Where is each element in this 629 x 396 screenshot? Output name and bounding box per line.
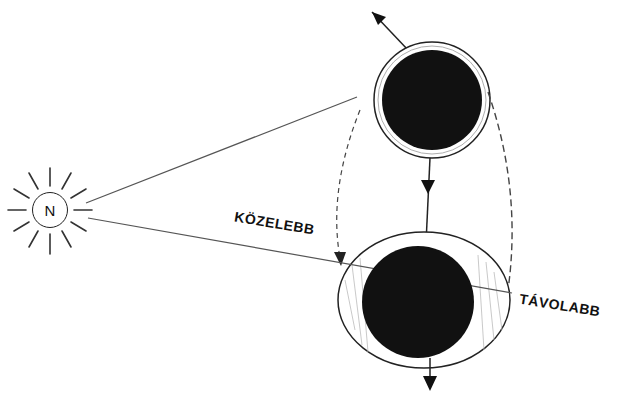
planet-atmosphere [374, 42, 490, 158]
planet-body [362, 246, 474, 358]
atmosphere-ring [378, 46, 486, 154]
orbit-arrowhead [421, 180, 435, 194]
orbit-arrowhead [372, 12, 386, 25]
orbit-path [372, 12, 408, 50]
distance-label: TÁVOLABB [518, 292, 601, 320]
sun-letter: N [45, 203, 56, 218]
orbit-arrowhead [423, 376, 437, 391]
orbit-path [426, 158, 430, 243]
planet-body [382, 50, 482, 150]
planet-atmosphere-distorted [338, 232, 510, 368]
sun-ray-line [86, 97, 357, 203]
dashed-guide [337, 110, 360, 258]
distance-label: KÖZELEBB [233, 210, 315, 239]
sun-rays [8, 168, 92, 254]
sun-circle: N [32, 192, 68, 228]
